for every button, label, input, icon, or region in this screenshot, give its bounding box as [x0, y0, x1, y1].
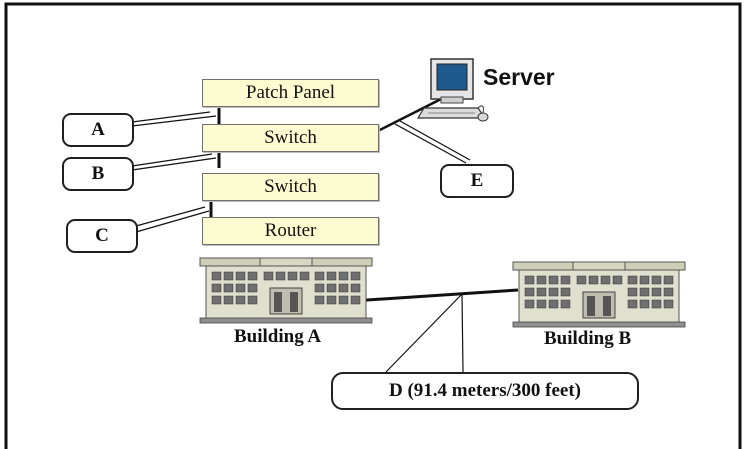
- switch-2-label: Switch: [264, 176, 317, 197]
- router-box: Router: [202, 217, 379, 245]
- pointer-a1: [131, 111, 211, 123]
- pointer-a2: [131, 115, 217, 127]
- server-computer-icon: [416, 58, 489, 122]
- callout-c: C: [66, 219, 138, 253]
- building-a-icon: [199, 257, 373, 324]
- building-b-icon: [512, 261, 686, 328]
- outer-frame: [4, 2, 742, 449]
- pointer-c2: [135, 210, 210, 233]
- building-a-label: Building A: [234, 326, 322, 347]
- patch-panel-box: Patch Panel: [202, 79, 379, 107]
- pointer-b1: [131, 153, 213, 167]
- callout-d: D (91.4 meters/300 feet): [331, 372, 639, 410]
- pointer-e2: [399, 120, 471, 161]
- router-label: Router: [264, 220, 317, 241]
- pointer-d1: [385, 293, 463, 373]
- switch-2-box: Switch: [202, 173, 379, 201]
- patch-panel-label: Patch Panel: [245, 82, 336, 103]
- callout-e: E: [440, 164, 514, 198]
- pointer-b2: [131, 157, 217, 171]
- switch-1-box: Switch: [202, 124, 379, 152]
- server-label: Server: [483, 64, 555, 90]
- callout-b: B: [62, 157, 134, 191]
- pointer-c1: [135, 206, 206, 227]
- switch-1-label: Switch: [264, 127, 317, 148]
- callout-a: A: [62, 113, 134, 147]
- pointer-e1: [394, 123, 467, 164]
- building-b-label: Building B: [544, 328, 632, 349]
- pointer-d2: [461, 293, 464, 373]
- building-link: [351, 288, 519, 303]
